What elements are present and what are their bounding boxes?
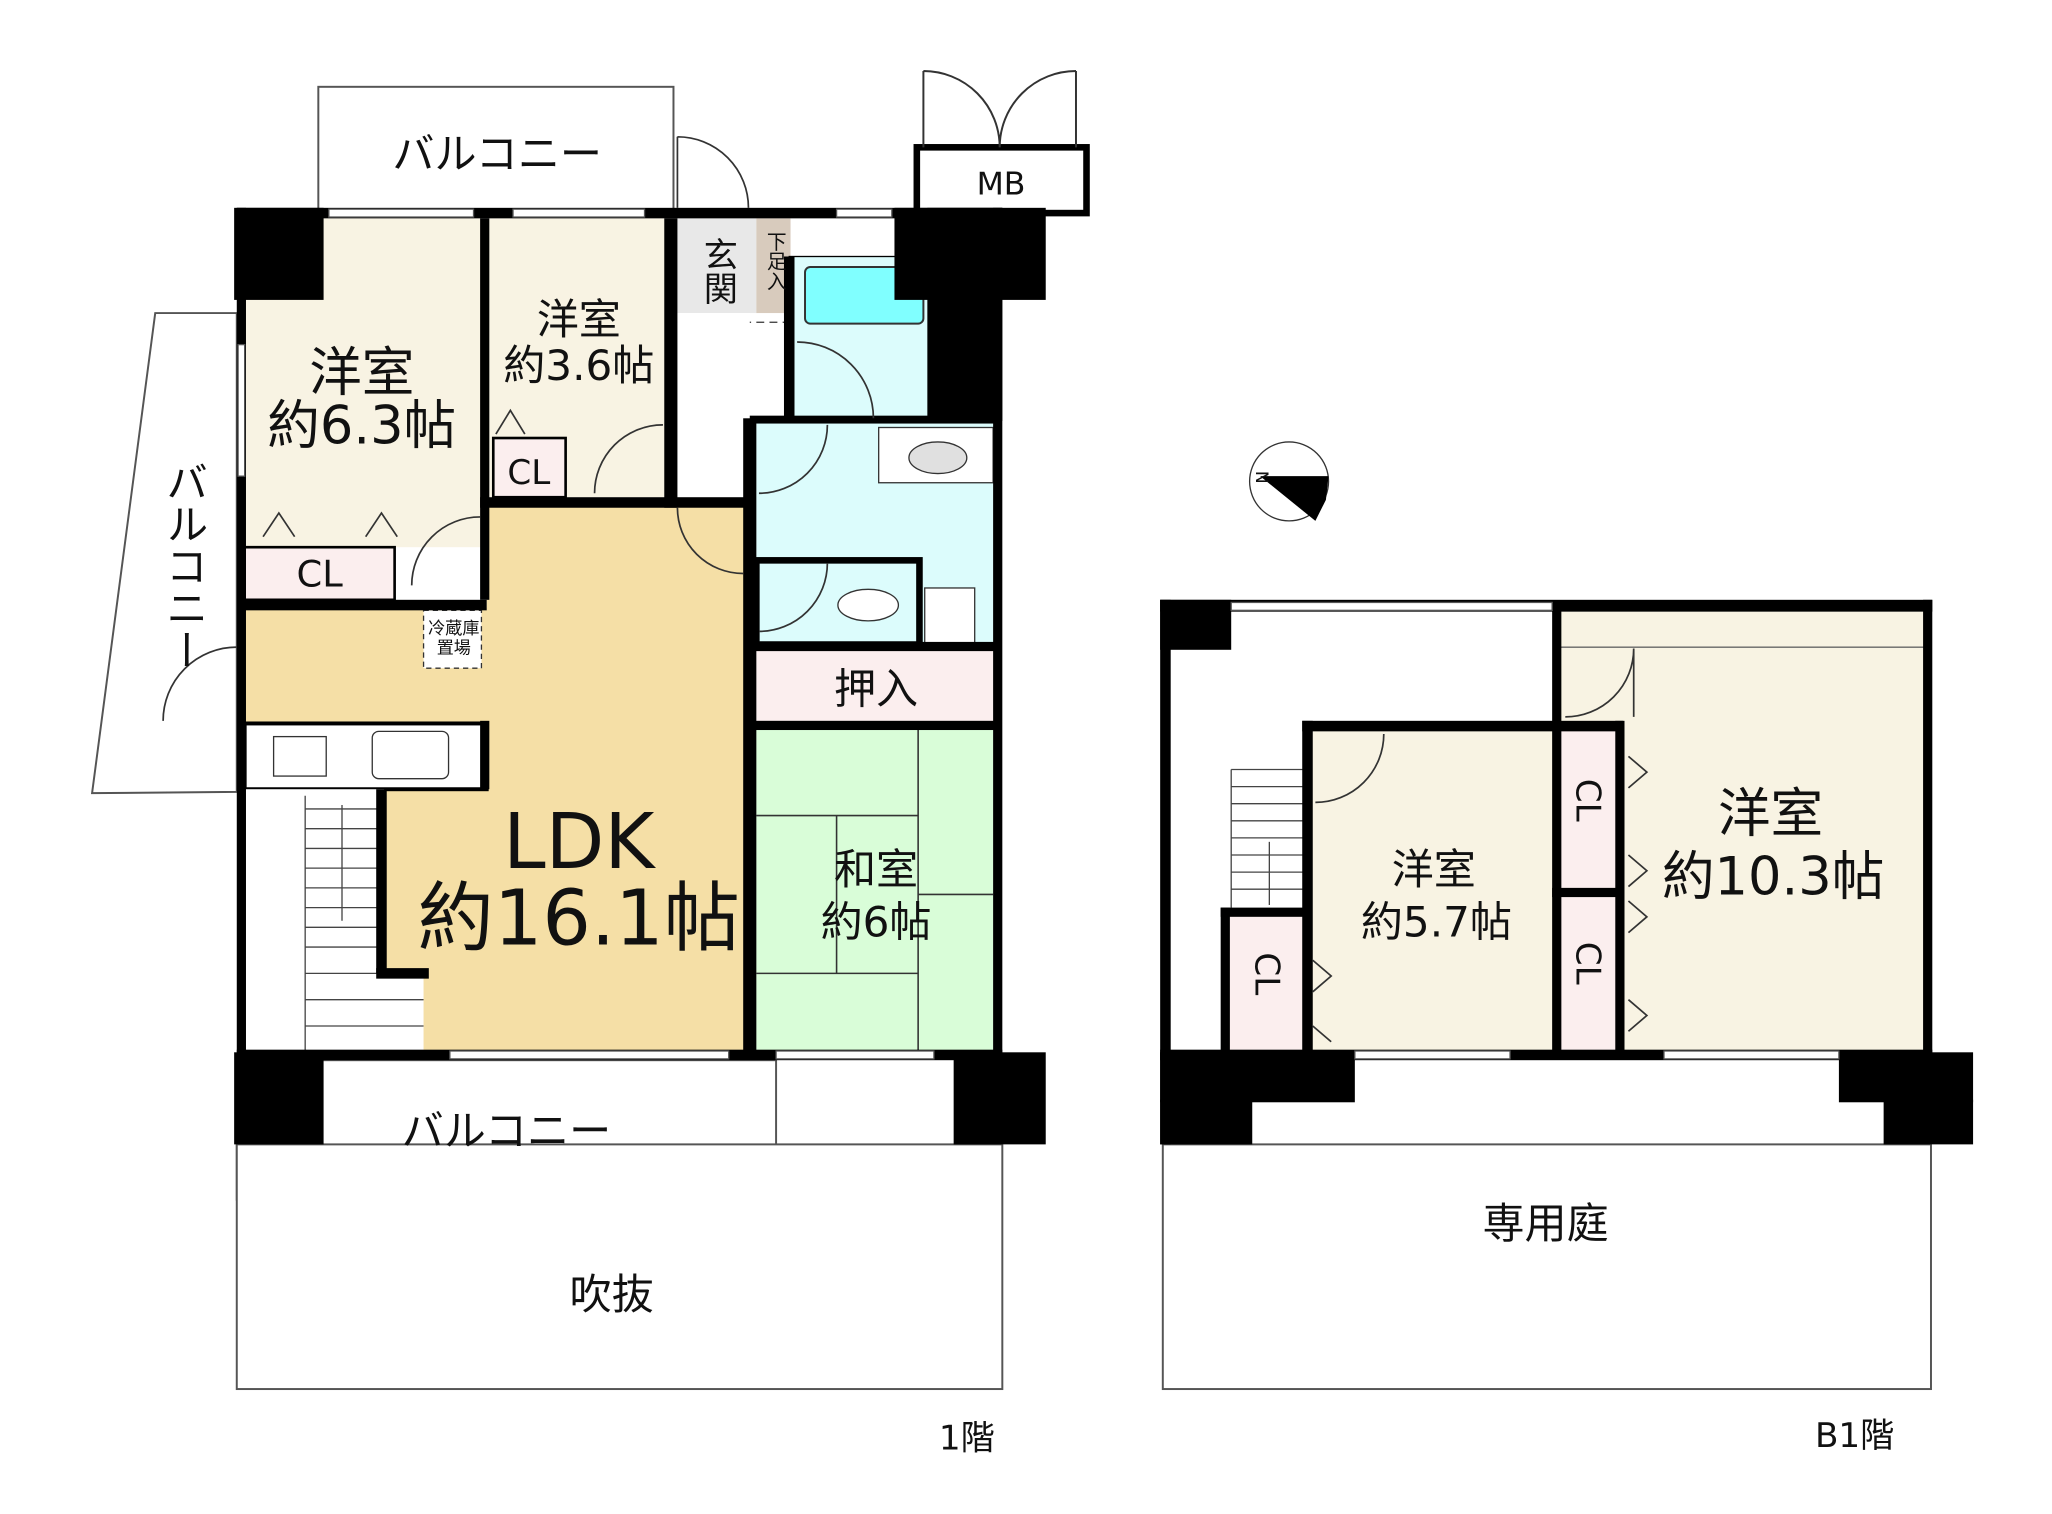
fridge-space (422, 609, 483, 669)
mb-label: MB (977, 167, 1026, 203)
western-room-small-area: 約5.7帖 (1361, 898, 1512, 947)
compass-icon: N (1248, 441, 1330, 522)
closet-b1-b (1558, 894, 1618, 1053)
japanese-room (756, 730, 994, 1053)
fridge-label-1: 冷蔵庫 (428, 619, 479, 639)
garden-label: 専用庭 (1482, 1199, 1608, 1248)
closet-b1-b-label: CL (1568, 942, 1608, 985)
private-garden (1161, 1143, 1932, 1391)
fridge-label-2: 置場 (437, 639, 471, 659)
void-area (235, 1143, 1004, 1391)
western-room-large-area: 約10.3帖 (1662, 846, 1884, 907)
closet-1-label: CL (297, 553, 344, 596)
western-room-large-name: 洋室 (1718, 783, 1823, 844)
western-room-small (1308, 730, 1554, 1053)
western-room-1-area: 約6.3帖 (267, 395, 456, 456)
floor-b1-label: B1階 (1815, 1416, 1894, 1456)
sink-icon (908, 441, 968, 475)
western-room-small-name: 洋室 (1392, 845, 1476, 894)
western-room-2-area: 約3.6帖 (503, 341, 654, 390)
ldk-room (244, 506, 750, 1053)
ldk-name: LDK (503, 797, 656, 886)
balcony-top-label: バルコニー (392, 129, 602, 178)
japanese-room-name: 和室 (834, 845, 918, 894)
closet-2-label: CL (507, 453, 550, 493)
windows-1f (237, 208, 935, 1060)
closet-b1-a (1558, 730, 1618, 888)
doors-1f (162, 135, 875, 721)
toilet-tank (924, 587, 976, 644)
ldk-area: 約16.1帖 (418, 873, 740, 962)
kitchen-sink-icon (371, 730, 450, 780)
japanese-room-area: 約6帖 (821, 898, 932, 947)
balcony-top (317, 85, 675, 212)
floor-1: バルコニー バルコニー バルコニー 吹抜 MB 洋室 約6.3帖 CL 洋室 約… (90, 70, 1090, 1459)
western-room-1-name: 洋室 (309, 343, 414, 404)
floor-1-label: 1階 (939, 1419, 995, 1459)
toilet-icon (837, 588, 900, 622)
stairs-1f (244, 789, 424, 1053)
compass-north-label: N (1251, 471, 1271, 484)
windows-b1 (1230, 601, 1840, 1060)
closet-2 (491, 436, 567, 499)
balcony-left-label: バルコニー (160, 460, 209, 670)
balcony-bottom-label: バルコニー (402, 1107, 612, 1156)
storage-closet-label: 押入 (834, 665, 918, 714)
shoe-closet-label: 下足入 (763, 232, 786, 291)
closet-b1-a-label: CL (1568, 779, 1608, 822)
doors-b1 (1312, 648, 1649, 1043)
mb-door-arcs (922, 70, 1077, 148)
closet-b1-c (1225, 914, 1305, 1053)
closet-b1-c-label: CL (1247, 952, 1287, 995)
hallway (677, 313, 750, 504)
void-label: 吹抜 (570, 1270, 654, 1319)
floor-b1: 洋室 約10.3帖 洋室 約5.7帖 CL CL CL 専用庭 B1階 (1160, 599, 1974, 1456)
entrance-label: 玄関 (697, 237, 737, 305)
meter-box (913, 144, 1090, 217)
western-room-2-name: 洋室 (537, 295, 621, 344)
stove-icon (272, 735, 327, 777)
entrance (677, 218, 757, 314)
stairs-b1 (1230, 768, 1305, 915)
storage-closet (756, 651, 994, 724)
